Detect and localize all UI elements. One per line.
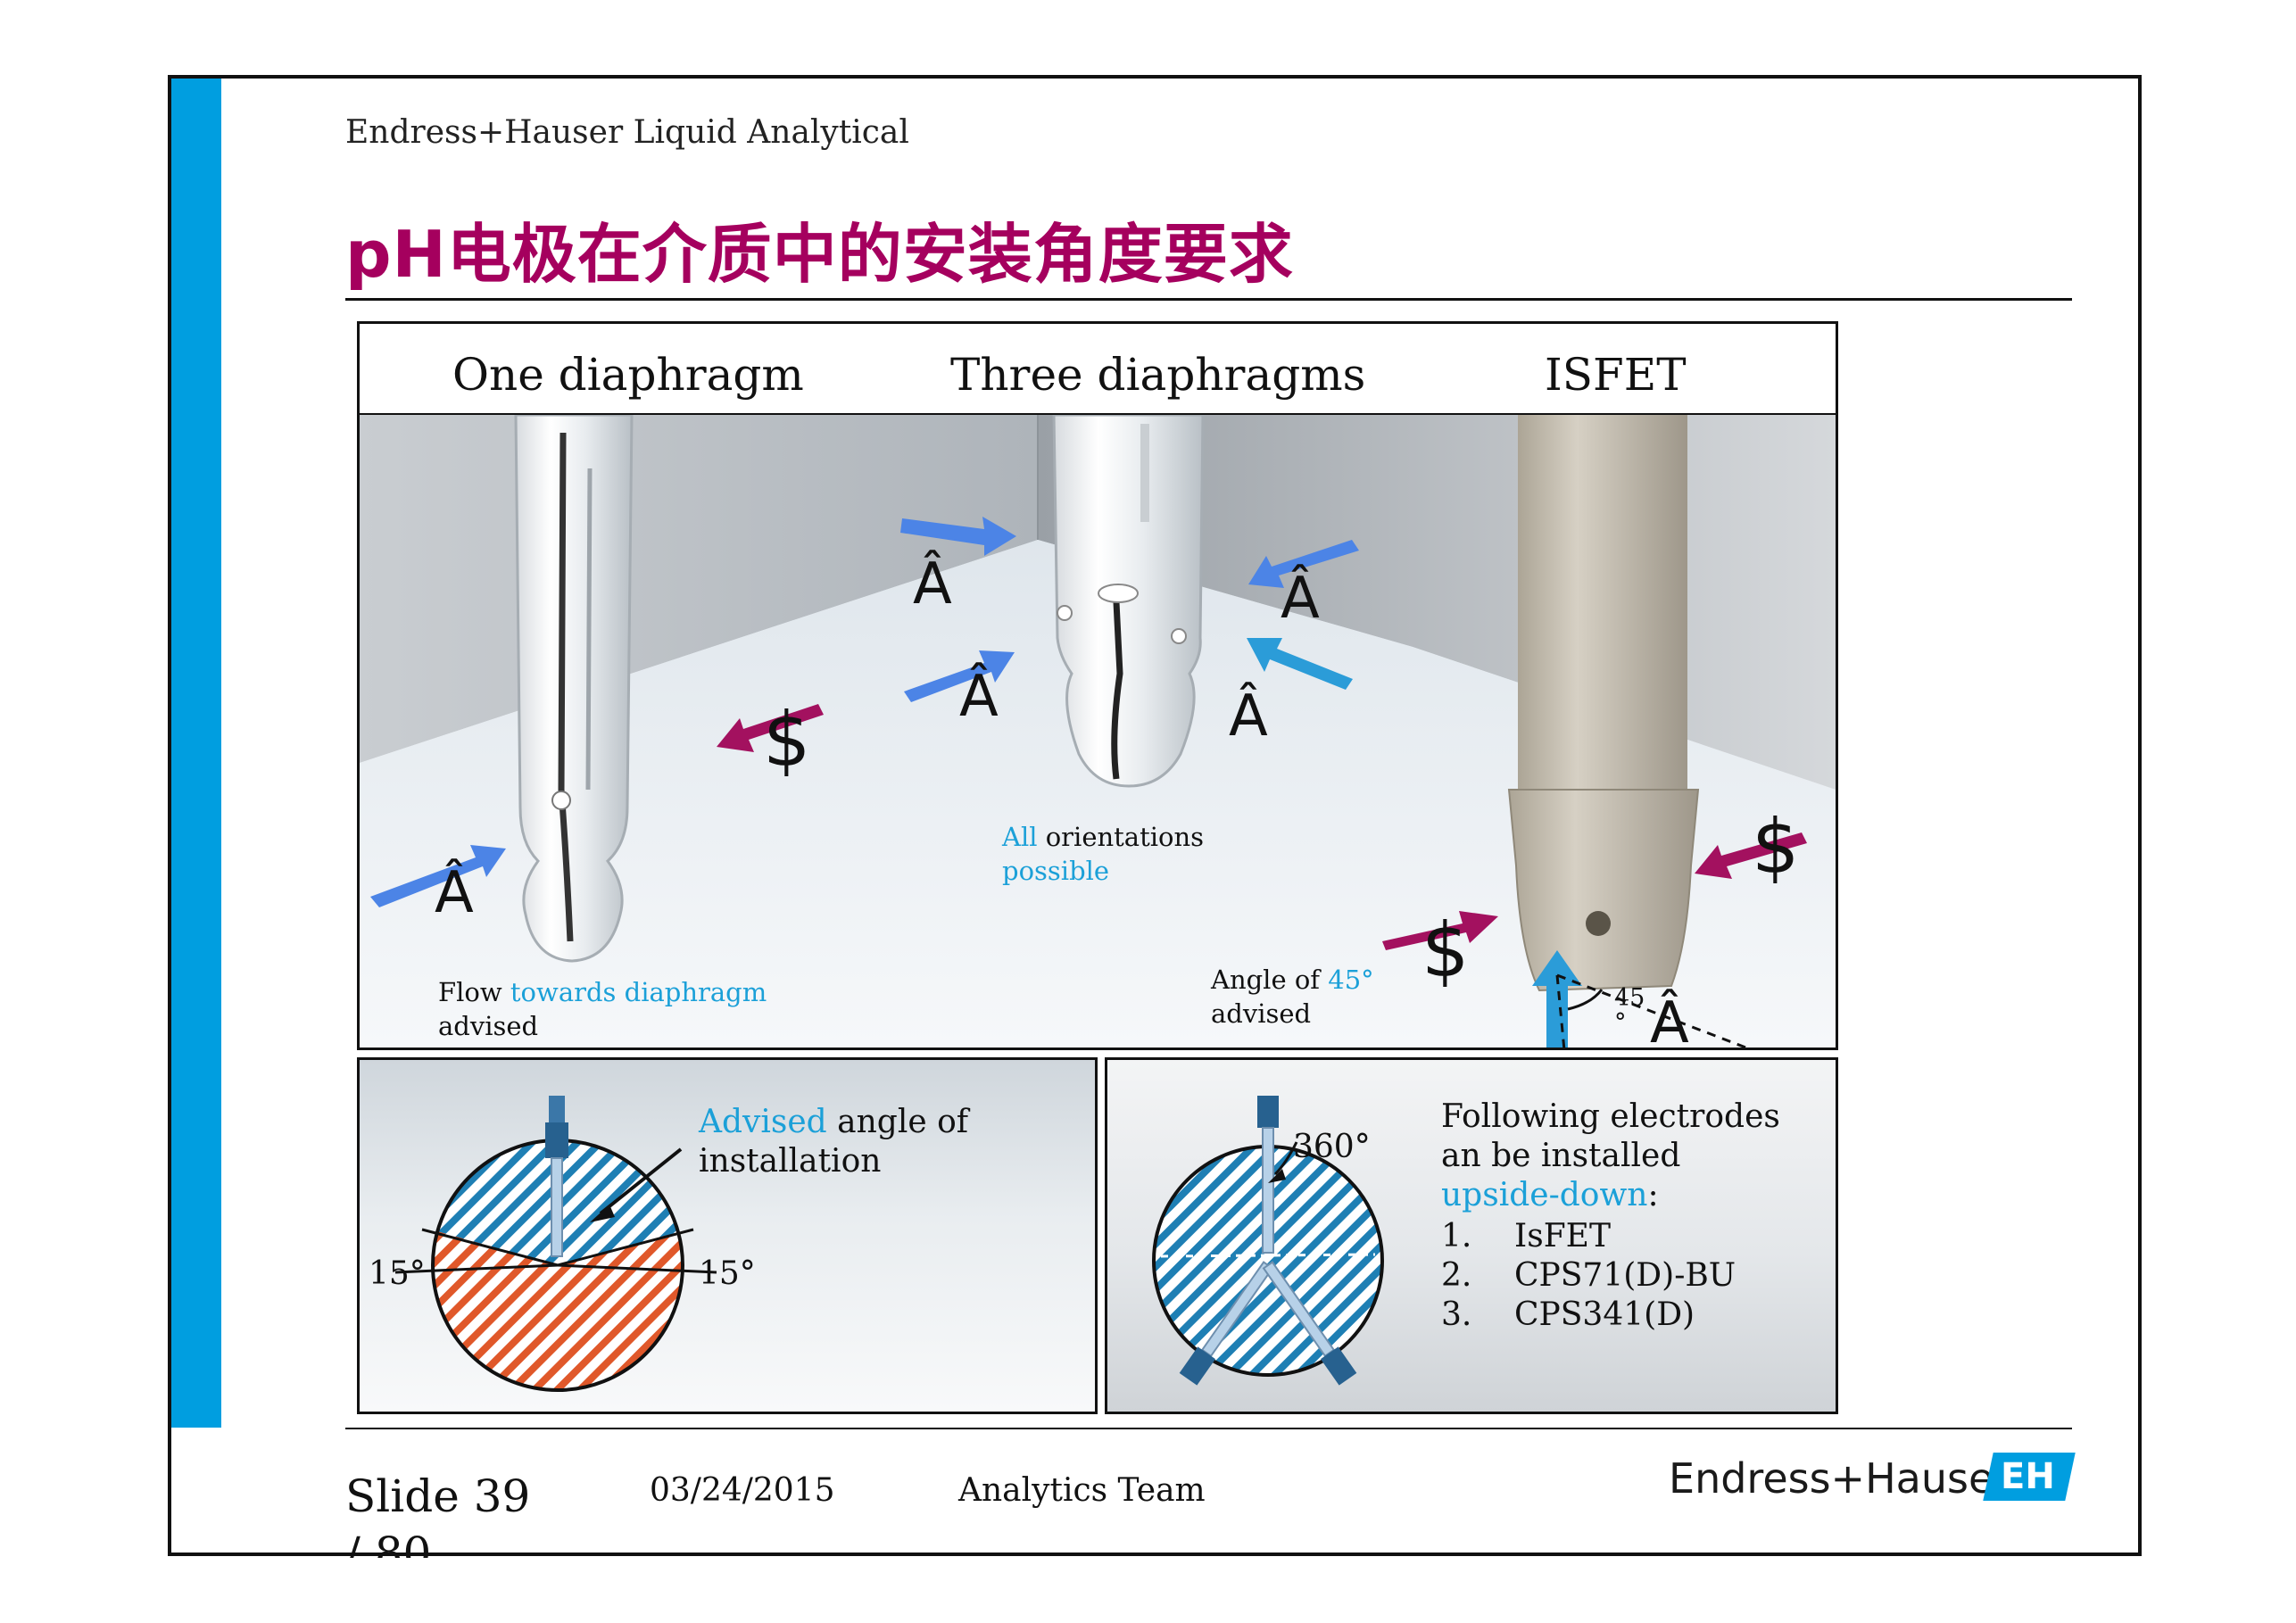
- list-item: 2.CPS71(D)-BU: [1441, 1257, 1737, 1294]
- isfet-note: Angle of 45° advised: [1211, 965, 1374, 1029]
- heading-rule: [360, 413, 1836, 415]
- slide-number: Slide 39: [345, 1470, 531, 1522]
- installation-scene: [360, 415, 1836, 1047]
- column-heading-three-diaphragms: Three diaphragms: [950, 349, 1366, 401]
- a-hat-glyph: Â: [913, 551, 952, 617]
- upside-down-text: Following electrodes an be installed ups…: [1441, 1098, 1780, 1213]
- a-hat-glyph: Â: [1281, 566, 1320, 632]
- angle-label-right: 15°: [699, 1255, 756, 1292]
- advised-angle-label: Advised angle of installation: [699, 1104, 969, 1180]
- electrode-list: 1.IsFET 2.CPS71(D)-BU 3.CPS341(D): [1441, 1217, 1736, 1335]
- slide-title: pH电极在介质中的安装角度要求: [345, 217, 1294, 292]
- column-heading-one-diaphragm: One diaphragm: [452, 349, 804, 401]
- footer-team: Analytics Team: [958, 1472, 1206, 1509]
- title-rule: [345, 298, 2072, 301]
- advised-angle-diagram: [394, 1096, 717, 1392]
- isfet-sensor: [1507, 415, 1700, 992]
- isfet-angle-guide: [1555, 973, 1749, 1047]
- slide-total: / 80: [345, 1528, 432, 1558]
- flow-arrows-blue: [370, 517, 1582, 1047]
- list-item: 1.IsFET: [1441, 1218, 1611, 1255]
- one-diaphragm-electrode: [514, 415, 634, 963]
- company-line: Endress+Hauser Liquid Analytical: [345, 114, 909, 151]
- column-heading-isfet: ISFET: [1545, 349, 1687, 401]
- slide-frame: [168, 75, 2142, 1556]
- side-accent-bar: [171, 79, 221, 1428]
- flow-arrows-magenta: [717, 704, 1807, 950]
- one-diaphragm-note: Flow towards diaphragm advised: [438, 977, 767, 1041]
- footer-date: 03/24/2015: [650, 1472, 835, 1509]
- dollar-glyph: $: [763, 696, 811, 783]
- rotation-angle-label: 360°: [1293, 1129, 1371, 1165]
- brand-logo-text: EH: [2001, 1456, 2055, 1497]
- advised-angle-panel: Advised angle of installation 15° 15°: [357, 1057, 1098, 1414]
- brand-logo: EH: [1983, 1453, 2076, 1501]
- three-diaphragm-electrode: [1052, 415, 1205, 788]
- dollar-glyph: $: [1752, 803, 1800, 890]
- upside-down-panel: 360° Following electrodes an be installe…: [1105, 1057, 1838, 1414]
- a-hat-glyph: Â: [1229, 683, 1268, 749]
- three-diaphragms-note: All orientations possible: [1002, 822, 1205, 886]
- orientation-panel: One diaphragm Three diaphragms ISFET: [357, 321, 1838, 1050]
- brand-name: Endress+Hauser: [1669, 1454, 2011, 1503]
- footer-rule: [345, 1428, 2072, 1429]
- a-hat-glyph: Â: [435, 860, 474, 926]
- isfet-angle-label: 45°: [1614, 984, 1645, 1037]
- dollar-glyph: $: [1422, 907, 1470, 994]
- upside-down-diagram: [1152, 1096, 1384, 1386]
- angle-label-left: 15°: [369, 1255, 426, 1292]
- a-hat-glyph: Â: [959, 664, 999, 730]
- a-hat-glyph: Â: [1650, 990, 1689, 1050]
- list-item: 3.CPS341(D): [1441, 1296, 1695, 1333]
